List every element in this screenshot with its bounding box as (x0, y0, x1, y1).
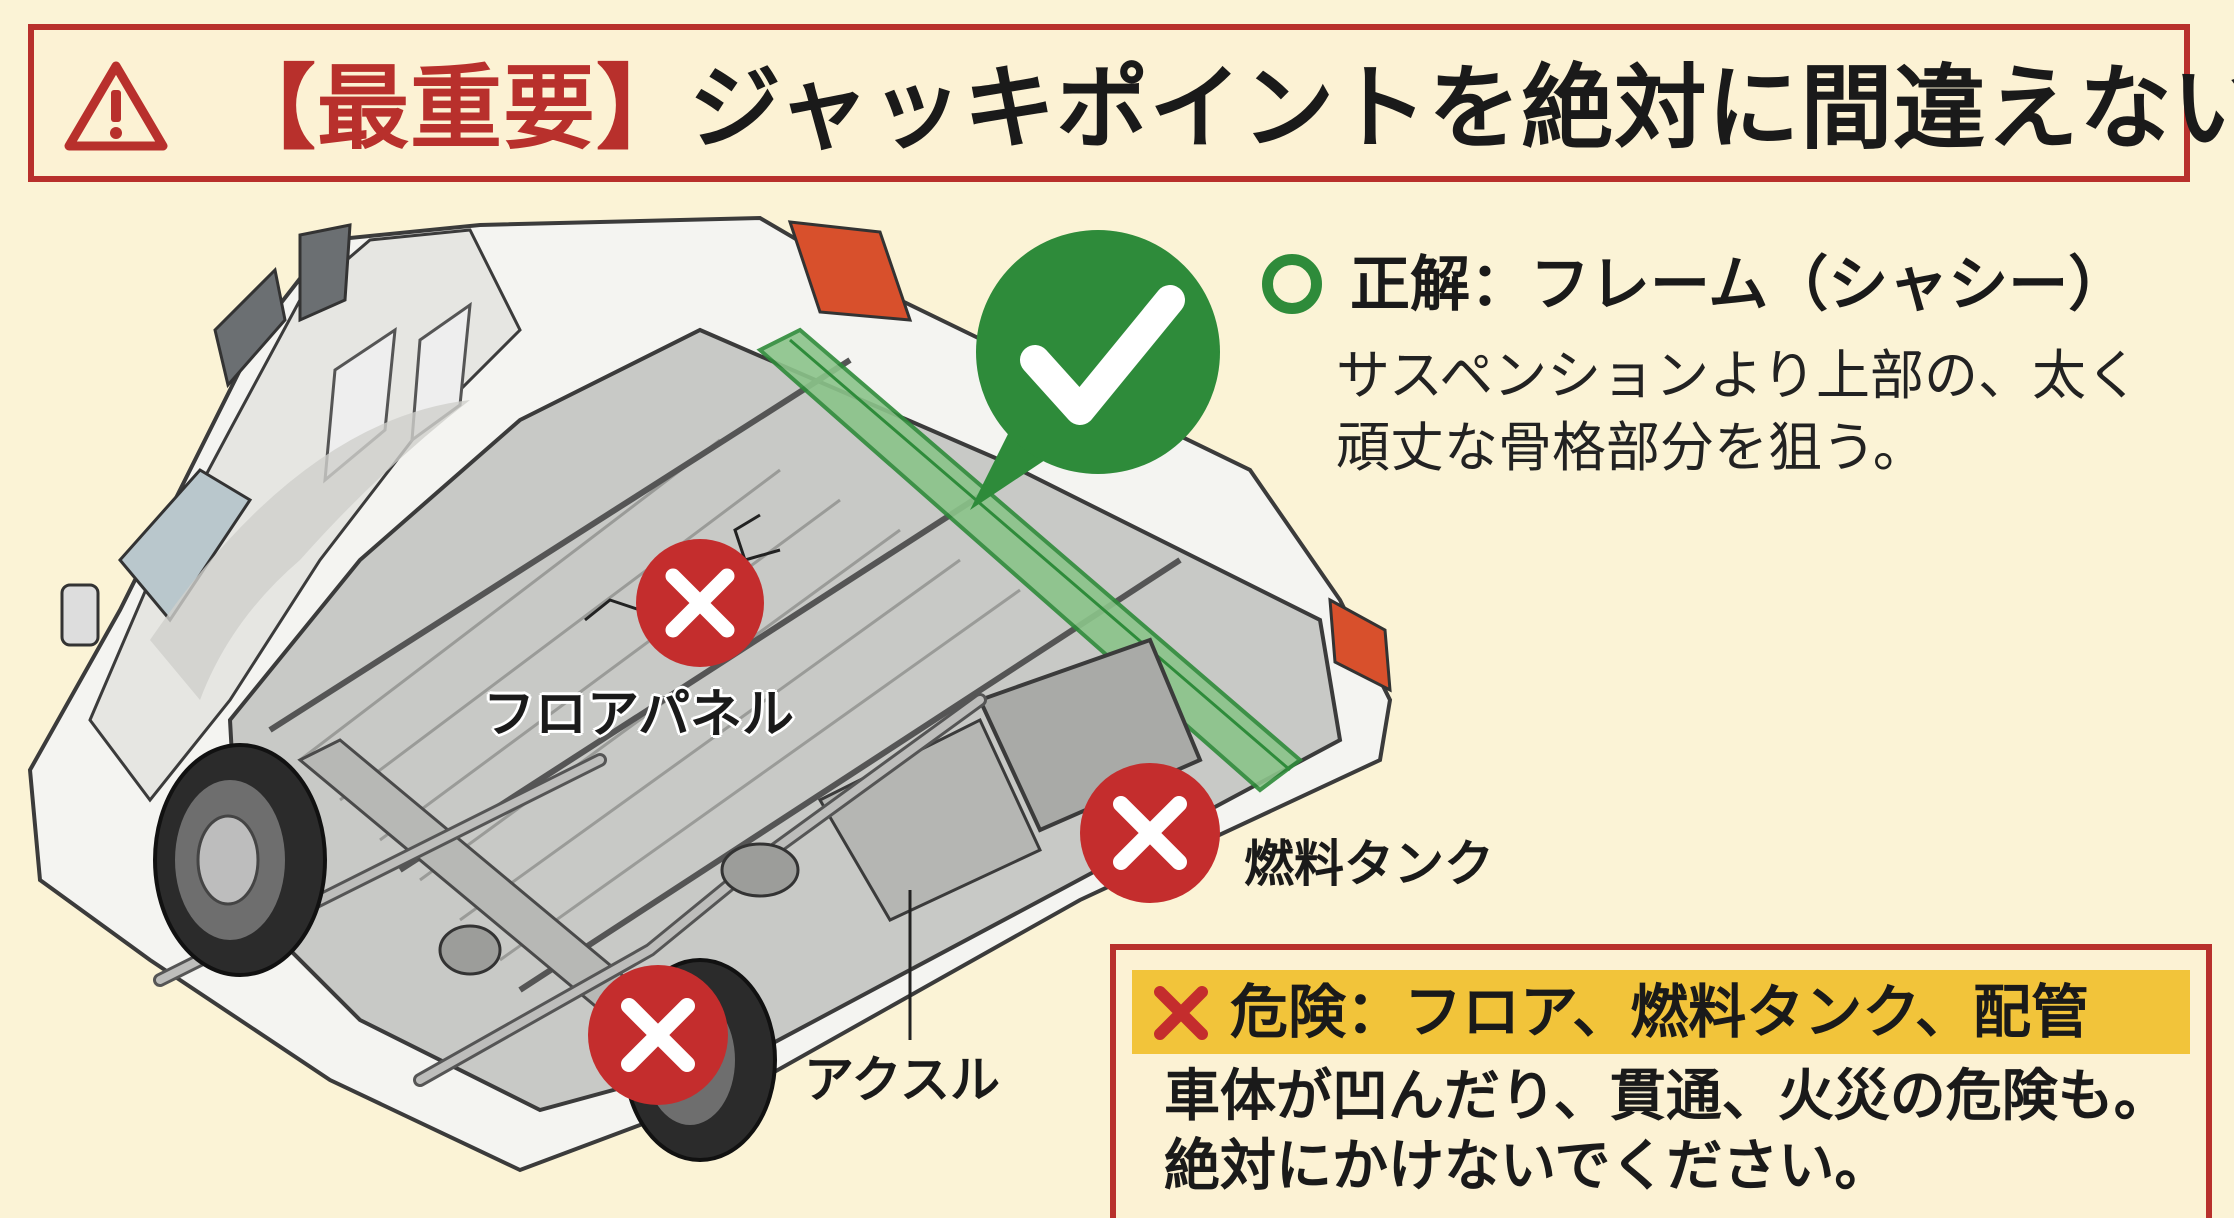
cross-icon (1080, 763, 1220, 903)
danger-description: 車体が凹んだり、貫通、火災の危険も。絶対にかけないでください。 (1164, 1064, 2170, 1199)
page-title: 【最重要】ジャッキポイントを絶対に間違えない (224, 54, 2234, 164)
danger-box: 危険：フロア、燃料タンク、配管 車体が凹んだり、貫通、火災の危険も。絶対にかけな… (1110, 944, 2212, 1218)
title-banner: 【最重要】ジャッキポイントを絶対に間違えない (28, 24, 2234, 182)
danger-title: 危険：フロア、燃料タンク、配管 (1230, 978, 2089, 1046)
label-axle: アクスル (804, 1051, 1000, 1109)
label-fuel-tank: 燃料タンク (1244, 835, 1494, 893)
label-floor-panel: フロアパネル (483, 685, 794, 745)
check-bubble (970, 230, 1220, 510)
warning-triangle-icon (64, 61, 168, 151)
checkmark-icon (1020, 285, 1185, 425)
vehicle-underside-illustration (27, 215, 1393, 1173)
circle-icon (1262, 254, 1322, 314)
cross-icon (588, 965, 728, 1105)
cross-icon (636, 539, 764, 667)
cross-icon (1154, 986, 1208, 1040)
correct-title: 正解：フレーム（シャシー） (1350, 250, 2129, 320)
correct-description: サスペンションより上部の、太く頑丈な骨格部分を狙う。 (1336, 344, 2141, 479)
danger-header: 危険：フロア、燃料タンク、配管 (1132, 970, 2190, 1054)
title-accent: 【最重要】 (224, 55, 690, 162)
title-main: ジャッキポイントを絶対に間違えない (689, 55, 2234, 162)
front-wheel (153, 743, 327, 977)
